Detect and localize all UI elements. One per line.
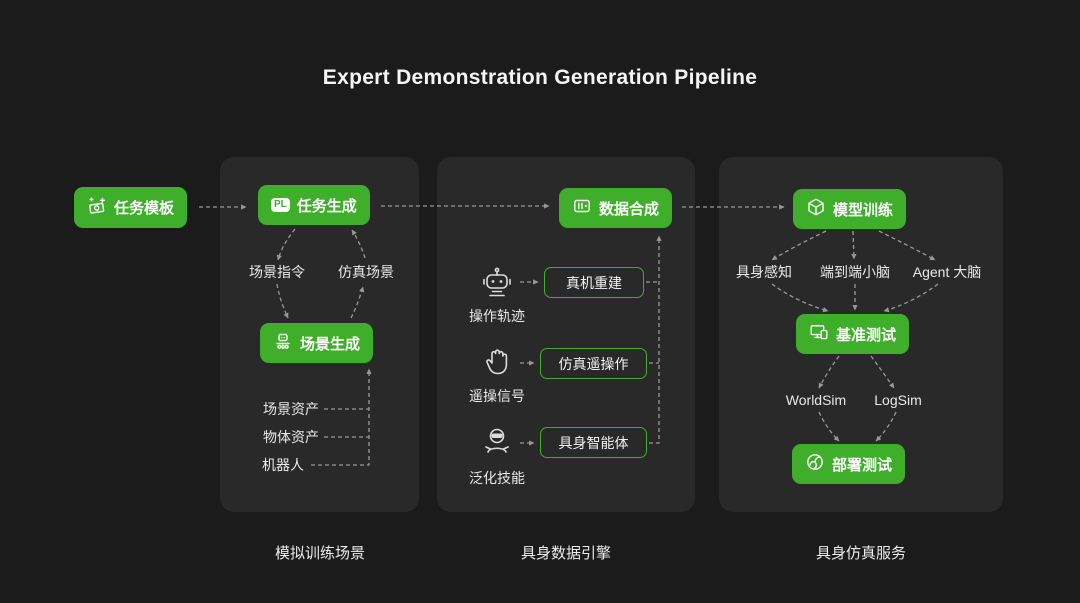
box-label: 具身智能体 bbox=[558, 434, 629, 451]
data-synthesis-label: 数据合成 bbox=[599, 200, 660, 218]
caption-training-scene: 模拟训练场景 bbox=[274, 545, 366, 562]
real-machine-reconstruction-box: 真机重建 bbox=[544, 267, 644, 298]
deploy-icon bbox=[805, 452, 825, 476]
label-object-assets: 物体资产 bbox=[263, 429, 319, 445]
glove-icon bbox=[481, 346, 513, 378]
task-template-label: 任务模板 bbox=[114, 200, 175, 217]
label-worldsim: WorldSim bbox=[785, 392, 847, 408]
label-sim-scene: 仿真场景 bbox=[338, 264, 394, 280]
model-training-label: 模型训练 bbox=[833, 201, 894, 219]
box-label: 仿真遥操作 bbox=[558, 355, 629, 372]
box-label: 真机重建 bbox=[566, 274, 622, 291]
task-generation-node: PL 任务生成 bbox=[258, 185, 370, 225]
scene-generation-label: 场景生成 bbox=[300, 335, 361, 353]
scene-generation-icon bbox=[273, 331, 293, 355]
deploy-test-label: 部署测试 bbox=[832, 456, 893, 474]
label-robot: 机器人 bbox=[262, 457, 304, 473]
cube-icon bbox=[806, 197, 826, 221]
label-logsim: LogSim bbox=[874, 392, 922, 408]
label-teleop-signal: 遥操信号 bbox=[469, 388, 525, 404]
scene-generation-node: 场景生成 bbox=[260, 323, 374, 363]
sim-teleoperation-box: 仿真遥操作 bbox=[540, 348, 647, 379]
devices-icon bbox=[809, 322, 829, 346]
task-template-node: 任务模板 bbox=[74, 187, 188, 228]
label-end-to-end-cerebellum: 端到端小脑 bbox=[820, 264, 890, 280]
label-embodied-perception: 具身感知 bbox=[736, 264, 792, 280]
data-synthesis-icon bbox=[572, 196, 592, 220]
data-synthesis-node: 数据合成 bbox=[559, 188, 673, 228]
label-scene-assets: 场景资产 bbox=[263, 401, 319, 417]
label-generalized-skill: 泛化技能 bbox=[469, 470, 525, 486]
caption-sim-service: 具身仿真服务 bbox=[815, 545, 907, 562]
label-agent-brain: Agent 大脑 bbox=[912, 264, 982, 280]
embodied-agent-box: 具身智能体 bbox=[540, 427, 647, 458]
vr-person-icon bbox=[480, 425, 514, 459]
model-training-node: 模型训练 bbox=[793, 189, 907, 229]
money-sparkle-icon bbox=[87, 196, 107, 220]
caption-data-engine: 具身数据引擎 bbox=[520, 545, 612, 562]
page-title: Expert Demonstration Generation Pipeline bbox=[322, 66, 758, 89]
task-generation-label: 任务生成 bbox=[296, 197, 357, 215]
robot-icon bbox=[480, 266, 514, 300]
benchmark-test-node: 基准测试 bbox=[796, 314, 910, 354]
pl-icon: PL bbox=[271, 198, 290, 212]
label-scene-instruction: 场景指令 bbox=[249, 264, 305, 280]
benchmark-test-label: 基准测试 bbox=[836, 326, 897, 344]
deploy-test-node: 部署测试 bbox=[792, 444, 906, 484]
label-operation-trajectory: 操作轨迹 bbox=[469, 308, 525, 324]
